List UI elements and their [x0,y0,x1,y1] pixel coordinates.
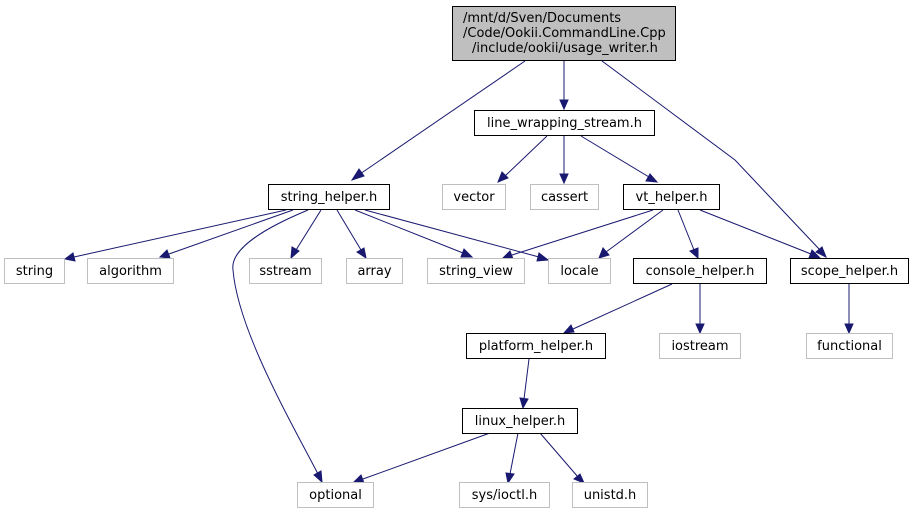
node-label: unistd.h [584,488,637,503]
edge-root-to-scope-helper [601,60,821,251]
node-label: scope_helper.h [801,264,898,279]
node-locale: locale [548,258,611,284]
arrowhead [352,474,365,484]
node-line-wrapping-stream[interactable]: line_wrapping_stream.h [474,110,655,136]
node-console-helper[interactable]: console_helper.h [633,258,767,284]
arrowhead [573,473,585,484]
node-functional: functional [806,333,893,359]
arrowhead [598,247,610,259]
edge-lh-to-unistd [539,432,579,478]
arrowhead [350,168,365,181]
node-label: console_helper.h [646,264,755,279]
edge-vt-to-string-view [511,209,654,256]
graph-nodes: /mnt/d/Sven/Documents /Code/Ookii.Comman… [4,6,909,508]
node-label: functional [817,339,882,354]
node-label: cassert [541,190,588,205]
node-unistd: unistd.h [572,482,648,508]
node-vt-helper[interactable]: vt_helper.h [623,184,720,210]
arrowhead [689,247,699,260]
node-label: vector [453,190,495,205]
edge-root-to-string-helper [359,60,526,175]
node-string: string [4,258,65,284]
edge-lh-to-sys-ioctl [509,432,519,475]
node-label: array [357,264,391,279]
edge-ch-to-platform-helper [572,283,673,330]
edge-lws-to-vector [504,135,548,177]
arrowhead [497,171,509,183]
node-cassert: cassert [530,184,599,210]
node-label: string_view [439,264,513,279]
node-label: string [16,264,53,279]
arrowhead [356,247,367,260]
edge-sh-to-algorithm [168,209,294,255]
node-label: sstream [259,264,311,279]
arrowhead [559,99,569,111]
node-sys-ioctl: sys/ioctl.h [459,482,550,508]
node-optional: optional [297,482,374,508]
edge-vt-to-scope-helper [699,209,812,255]
arrowhead [505,472,515,485]
edge-sh-to-string [73,209,287,258]
node-algorithm: algorithm [87,258,174,284]
arrowhead [460,248,474,258]
arrowhead [815,246,827,259]
arrowhead [645,173,659,183]
arrowhead [562,324,575,334]
root-node-usage-writer[interactable]: /mnt/d/Sven/Documents /Code/Ookii.Comman… [452,6,676,61]
arrowhead [290,246,300,260]
node-label: platform_helper.h [479,339,593,354]
node-array: array [346,258,403,284]
edge-sh-to-locale [364,209,540,258]
arrowhead [695,323,705,335]
node-label: string_helper.h [281,190,377,205]
root-node-line-3: /include/ookii/usage_writer.h [472,41,658,56]
arrowhead [559,173,569,185]
arrowhead [501,250,514,260]
root-node-line-1: /mnt/d/Sven/Documents [463,11,621,26]
node-vector: vector [442,184,506,210]
edge-sh-to-string-view [354,209,464,254]
arrowhead [313,470,323,484]
edge-lh-to-optional [362,432,491,480]
node-linux-helper[interactable]: linux_helper.h [462,408,578,434]
arrowhead [519,397,529,410]
node-string-view: string_view [427,258,525,284]
edge-sh-to-optional [232,209,319,475]
root-node-line-2: /Code/Ookii.CommandLine.Cpp [463,26,666,41]
node-string-helper[interactable]: string_helper.h [268,184,390,210]
arrowhead [536,252,550,262]
edge-vt-to-console-helper [677,209,695,251]
node-label: linux_helper.h [475,414,566,429]
edge-sh-to-sstream [295,209,322,251]
node-label: sys/ioctl.h [472,488,537,503]
node-platform-helper[interactable]: platform_helper.h [466,333,606,359]
node-iostream: iostream [659,333,741,359]
node-label: locale [560,264,598,279]
node-label: optional [309,488,362,503]
arrowhead [844,323,854,335]
arrowhead [158,249,171,259]
graph-edges [63,60,854,485]
node-sstream: sstream [249,258,322,284]
node-label: line_wrapping_stream.h [487,116,642,131]
node-label: algorithm [99,264,162,279]
edge-lws-to-vt-helper [580,135,650,178]
edge-sh-to-array [336,209,362,251]
node-scope-helper[interactable]: scope_helper.h [790,258,909,284]
edge-vt-to-locale [605,209,664,253]
node-label: iostream [671,339,728,354]
edge-ph-to-linux-helper [523,358,530,400]
arrowhead [63,252,76,262]
node-label: vt_helper.h [636,190,708,205]
